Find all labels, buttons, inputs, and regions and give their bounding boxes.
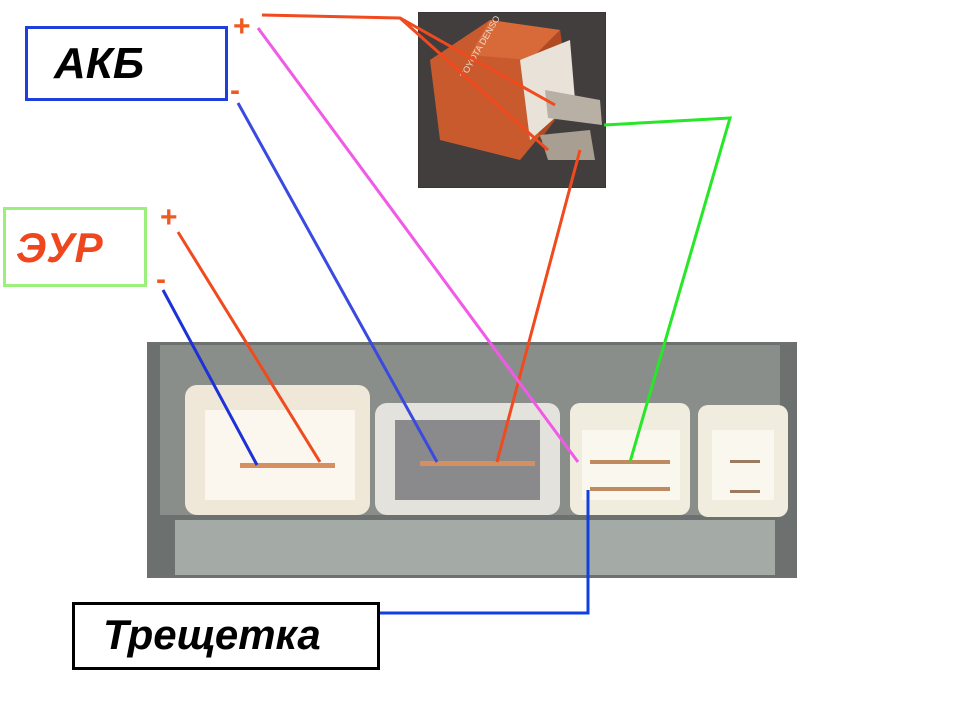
battery-to-ratchet-pink-wire bbox=[256, 27, 580, 463]
ratchet-wire bbox=[380, 490, 590, 615]
ecu-connector-photo bbox=[147, 342, 797, 578]
relay-photo: TOYOTA DENSO bbox=[418, 12, 606, 188]
ratchet-label-box: Трещетка bbox=[72, 602, 380, 670]
battery-plus-sign: + bbox=[233, 10, 251, 43]
eps-plus-sign: + bbox=[160, 201, 178, 234]
battery-minus-sign: - bbox=[230, 74, 240, 107]
eps-label: ЭУР bbox=[16, 224, 103, 271]
battery-positive-wire-2 bbox=[399, 16, 549, 152]
eps-negative-wire bbox=[161, 289, 259, 466]
battery-negative-wire bbox=[236, 102, 439, 463]
relay-green-wire bbox=[603, 116, 733, 463]
eps-positive-wire bbox=[176, 231, 322, 463]
eps-minus-sign: - bbox=[156, 263, 166, 296]
relay-to-connector-wire bbox=[495, 149, 582, 463]
ratchet-label: Трещетка bbox=[103, 611, 321, 658]
eps-label-box: ЭУР bbox=[3, 207, 147, 287]
battery-label: АКБ bbox=[54, 39, 144, 88]
battery-label-box: АКБ bbox=[25, 26, 228, 101]
